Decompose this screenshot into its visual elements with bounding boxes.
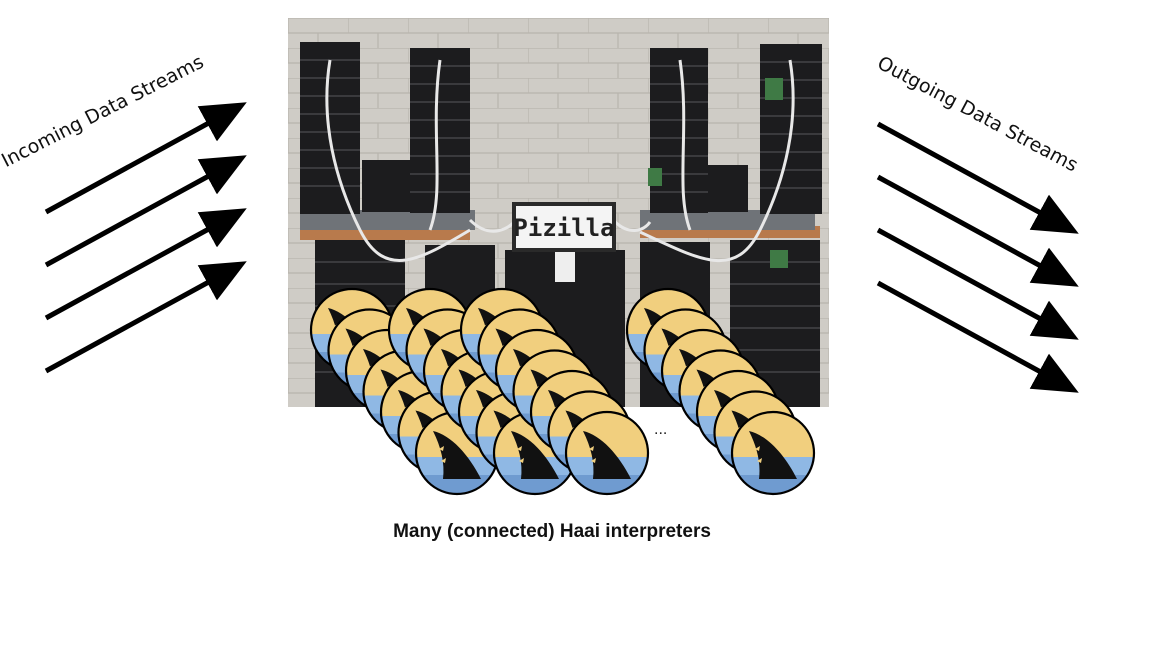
more-interpreters-ellipsis: ... xyxy=(654,421,668,438)
pizilla-sign: Pizilla xyxy=(513,214,614,242)
outgoing-arrow-icon xyxy=(876,227,1079,340)
incoming-arrow-icon xyxy=(44,155,247,268)
incoming-arrow-icon xyxy=(44,261,247,374)
outgoing-arrow-icon xyxy=(876,280,1079,393)
incoming-arrow-icon xyxy=(44,102,247,215)
outgoing-arrow-icon xyxy=(876,174,1079,287)
haai-logo-icon xyxy=(730,410,816,496)
diagram-caption: Many (connected) Haai interpreters xyxy=(393,521,711,542)
outgoing-arrow-icon xyxy=(876,121,1079,234)
incoming-arrow-icon xyxy=(44,208,247,321)
haai-logo-icon xyxy=(564,410,650,496)
